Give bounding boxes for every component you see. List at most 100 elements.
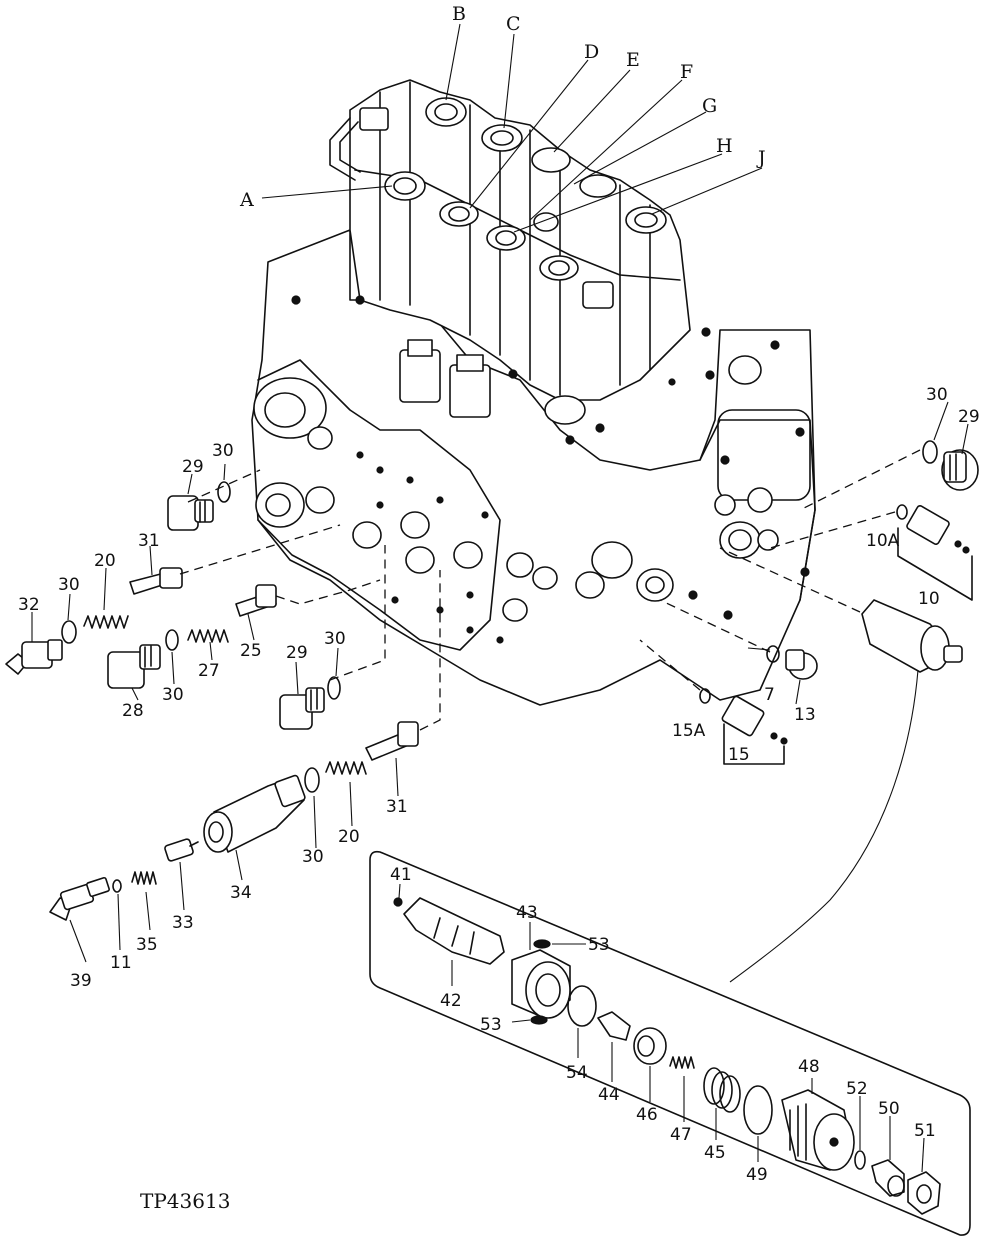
part-label-15a: 15A [672,721,706,741]
relief-valve-main [861,599,963,673]
inset-label-49: 49 [746,1165,768,1185]
port-label-j: J [756,147,766,169]
part-label-10a: 10A [866,531,900,551]
part-label-31-top: 31 [138,531,160,551]
part-label-29-right: 29 [958,407,980,427]
oring-15a [699,688,711,704]
part-label-39: 39 [70,971,92,991]
part-label-10: 10 [918,589,940,609]
spring-47 [669,1056,695,1069]
port-label-c: C [506,13,521,35]
seat-46 [633,1027,667,1065]
housing-34 [203,774,306,853]
oring-30-left-mid [61,620,77,644]
part-label-30-left-mid: 30 [58,575,80,595]
spring-35 [131,871,157,885]
spool-31-low [365,721,419,761]
inset-label-53-low: 53 [480,1015,502,1035]
oring-30-left-low [165,629,179,651]
oring-49 [743,1085,773,1135]
part-label-34: 34 [230,883,252,903]
part-label-11: 11 [110,953,132,973]
port-label-g: G [702,95,717,117]
spring-45 [703,1067,741,1113]
adjuster-39 [49,876,110,921]
port-label-d: D [584,41,599,63]
part-label-25: 25 [240,641,262,661]
oring-53-top [533,939,551,949]
plug-29-right [941,449,979,491]
part-label-28: 28 [122,701,144,721]
oring-30-left-top [217,481,231,503]
part-label-30-mid: 30 [324,629,346,649]
port-label-e: E [626,49,640,71]
figure-id: TP43613 [140,1189,230,1213]
part-label-13: 13 [794,705,816,725]
inset-label-43: 43 [516,903,538,923]
oring-10a [896,504,908,520]
oring-30-low [304,767,320,793]
oring-30-right [922,440,938,464]
part-label-15: 15 [728,745,750,765]
part-label-31-low: 31 [386,797,408,817]
screw-50 [871,1159,905,1197]
nut-51 [907,1171,941,1215]
oring-52 [854,1150,866,1170]
oring-30-mid [327,676,341,700]
valve-body [251,79,816,706]
port-label-h: H [716,135,733,157]
part-label-33: 33 [172,913,194,933]
part-label-7: 7 [764,685,775,705]
spool-42 [403,897,505,965]
port-label-f: F [680,61,693,83]
part-label-27: 27 [198,661,220,681]
right-components [639,440,979,983]
inset-label-54: 54 [566,1063,588,1083]
spring-20-low [325,761,367,775]
oring-7 [766,645,780,663]
spring-20-top [83,615,129,629]
part-label-30-left-top: 30 [212,441,234,461]
poppet-44 [597,1011,631,1041]
inset-label-47: 47 [670,1125,692,1145]
inset-label-53-top: 53 [588,935,610,955]
spool-25 [235,584,277,617]
part-label-30-left-low: 30 [162,685,184,705]
inset-label-45: 45 [704,1143,726,1163]
inset-label-51: 51 [914,1121,936,1141]
inset-detail [369,850,971,1236]
ball-41 [393,897,403,907]
plug-29-mid [279,687,325,730]
part-label-29-mid: 29 [286,643,308,663]
inset-label-46: 46 [636,1105,658,1125]
port-letter-labels: A B C D E F G H J [239,3,766,211]
plug-32 [5,639,63,675]
part-label-32: 32 [18,595,40,615]
cartridge-10 [896,504,970,554]
oring-54 [567,985,597,1027]
port-label-a: A [239,189,254,211]
port-leaders [261,23,763,233]
left-components [5,469,441,921]
part-label-30-right: 30 [926,385,948,405]
plug-29-left [167,495,214,531]
poppet-33 [164,838,199,862]
inset-label-48: 48 [798,1057,820,1077]
sleeve-43 [511,949,571,1019]
inset-label-50: 50 [878,1099,900,1119]
part-leaders [31,401,969,1173]
inset-label-44: 44 [598,1085,620,1105]
part-label-20-low: 20 [338,827,360,847]
inset-part-labels: 41 43 53 42 53 54 44 46 47 45 49 48 52 5… [390,865,936,1185]
oring-11 [112,879,122,893]
plug-28 [107,644,161,689]
inset-label-52: 52 [846,1079,868,1099]
plug-13 [785,649,818,680]
part-number-labels: 30 29 10A 10 7 13 15A 15 29 30 31 20 32 … [18,385,980,991]
part-label-30-low: 30 [302,847,324,867]
cartridge-15 [699,688,788,745]
spring-27 [187,629,229,643]
part-label-35: 35 [136,935,158,955]
plug-48 [781,1089,855,1171]
